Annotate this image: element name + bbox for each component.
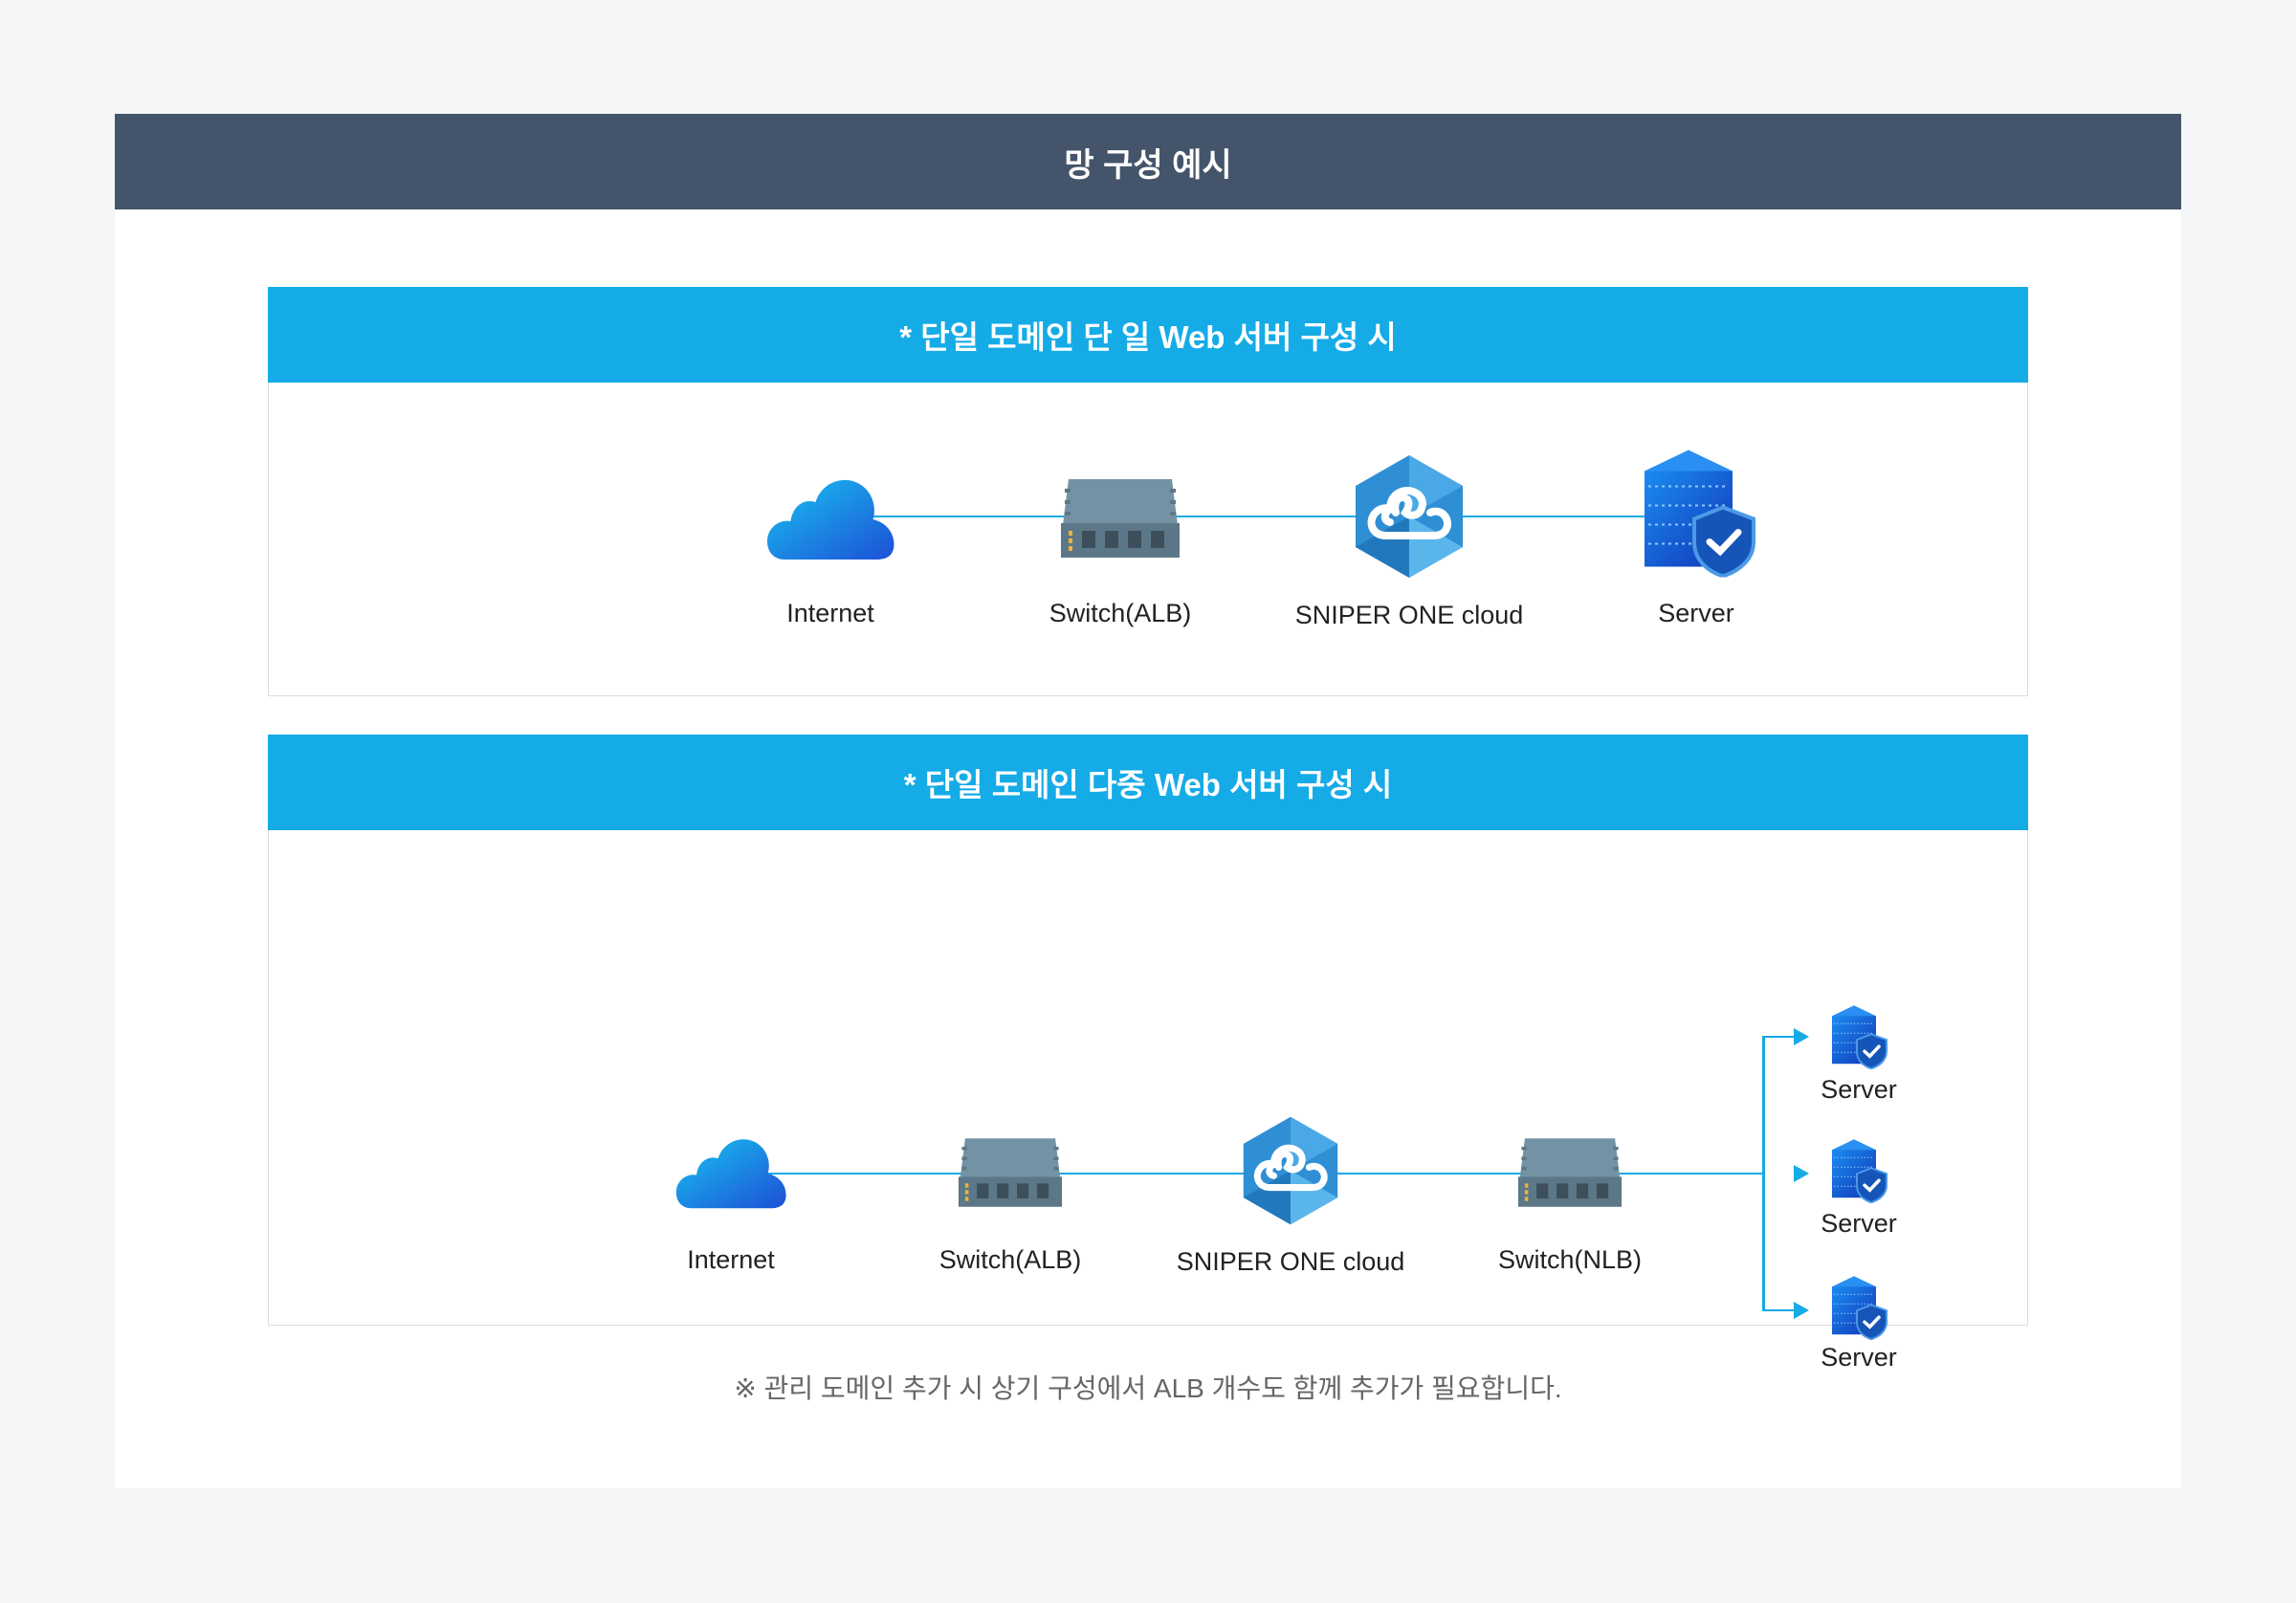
section-1-diagram: Internet Switch(ALB) SNIPER ONE cloud Se… (268, 383, 2028, 696)
node-label-sniper-one-cloud: SNIPER ONE cloud (1176, 1247, 1405, 1276)
connection-line (830, 516, 1696, 517)
node-label-switch-alb: Switch(ALB) (938, 1245, 1082, 1274)
internet-cloud-icon (674, 1135, 787, 1210)
section-1-heading: * 단일 도메인 단 일 Web 서버 구성 시 (268, 287, 2028, 383)
server-icon (1641, 449, 1755, 578)
node-label-server: Server (1658, 599, 1734, 627)
section-2-diagram: Internet Switch(ALB) SNIPER ONE cloud Sw… (268, 830, 2028, 1372)
server-icon (1830, 1275, 1888, 1340)
section-2-heading: * 단일 도메인 다중 Web 서버 구성 시 (268, 735, 2028, 830)
node-label-internet: Internet (687, 1245, 775, 1274)
branch-line (1762, 1036, 1765, 1311)
branch-line-top (1762, 1036, 1797, 1038)
sniper-one-cloud-icon (1352, 453, 1467, 580)
card-title: 망 구성 예시 (115, 114, 2181, 209)
switch-icon (1059, 477, 1181, 560)
node-label-switch-alb: Switch(ALB) (1049, 599, 1192, 627)
server-icon (1830, 1138, 1888, 1203)
switch-nlb-icon (1516, 1137, 1623, 1209)
server-icon (1830, 1004, 1888, 1069)
server-label: Server (1821, 1209, 1897, 1238)
switch-alb-icon (957, 1137, 1064, 1209)
footnote: ※ 관리 도메인 추가 시 상기 구성에서 ALB 개수도 함께 추가가 필요합… (734, 1373, 1562, 1403)
internet-cloud-icon (766, 475, 895, 561)
network-example-card: 망 구성 예시 * 단일 도메인 단 일 Web 서버 구성 시 Interne… (115, 114, 2181, 1488)
branch-line-bottom (1762, 1309, 1797, 1311)
arrow-icon (1794, 1165, 1809, 1182)
arrow-icon (1794, 1028, 1809, 1045)
server-label: Server (1821, 1343, 1897, 1372)
sniper-one-cloud-icon (1240, 1115, 1341, 1226)
node-label-internet: Internet (786, 599, 874, 627)
node-label-switch-nlb: Switch(NLB) (1497, 1245, 1643, 1274)
server-label: Server (1821, 1075, 1897, 1104)
node-label-sniper-one-cloud: SNIPER ONE cloud (1294, 601, 1524, 629)
arrow-icon (1794, 1302, 1809, 1319)
